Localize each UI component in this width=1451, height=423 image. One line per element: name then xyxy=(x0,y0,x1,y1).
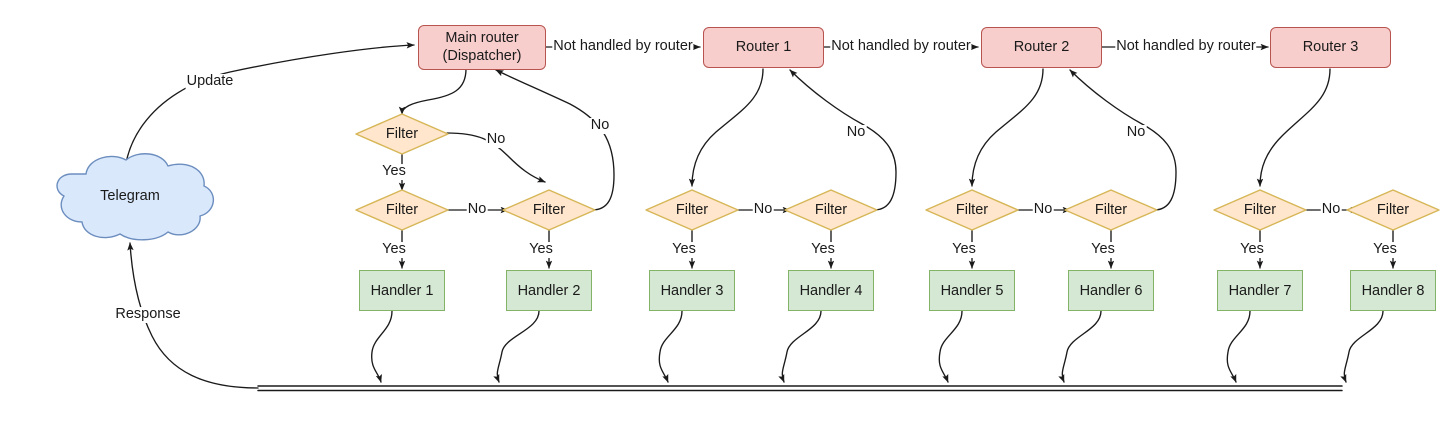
router-2-label: Router 2 xyxy=(1013,38,1070,55)
handler-3-label: Handler 3 xyxy=(660,282,724,299)
handler-5-label: Handler 5 xyxy=(940,282,1004,299)
main-router-line2: (Dispatcher) xyxy=(442,47,522,64)
node-filter-router2-right[interactable]: Filter xyxy=(1064,189,1158,231)
edge-label-no-router2-back: No xyxy=(1125,124,1147,141)
edge-label-no-router3-mid: No xyxy=(1320,201,1342,218)
edge-update xyxy=(123,42,415,206)
edge-label-not-handled-1: Not handled by router xyxy=(552,38,694,55)
edge-label-no-dispatcher-mid: No xyxy=(466,201,488,218)
router-1-label: Router 1 xyxy=(735,38,792,55)
edge-label-yes-6: Yes xyxy=(951,241,977,258)
handler-8-label: Handler 8 xyxy=(1361,282,1425,299)
edge-label-yes-1: Yes xyxy=(381,163,407,180)
handler-2-label: Handler 2 xyxy=(517,282,581,299)
handler-6-label: Handler 6 xyxy=(1079,282,1143,299)
node-router-2[interactable]: Router 2 xyxy=(981,27,1102,68)
handler-4-label: Handler 4 xyxy=(799,282,863,299)
edge-label-no-dispatcher-back: No xyxy=(589,117,611,134)
node-handler-1[interactable]: Handler 1 xyxy=(359,270,445,311)
cloud-shape xyxy=(56,153,214,241)
edge-label-yes-7: Yes xyxy=(1090,241,1116,258)
node-handler-2[interactable]: Handler 2 xyxy=(506,270,592,311)
node-filter-dispatcher-left[interactable]: Filter xyxy=(355,189,449,231)
node-handler-7[interactable]: Handler 7 xyxy=(1217,270,1303,311)
node-handler-4[interactable]: Handler 4 xyxy=(788,270,874,311)
edge-handler-6-bus xyxy=(1058,310,1102,383)
edge-handler-3-bus xyxy=(658,310,683,383)
node-router-1[interactable]: Router 1 xyxy=(703,27,824,68)
edge-router2-to-filter xyxy=(968,68,1044,187)
node-filter-router3-right[interactable]: Filter xyxy=(1346,189,1440,231)
node-router-3[interactable]: Router 3 xyxy=(1270,27,1391,68)
node-handler-6[interactable]: Handler 6 xyxy=(1068,270,1154,311)
node-filter-router1-left[interactable]: Filter xyxy=(645,189,739,231)
edge-no-r1-back xyxy=(789,69,897,211)
node-handler-5[interactable]: Handler 5 xyxy=(929,270,1015,311)
edge-handler-2-bus xyxy=(493,310,540,383)
edge-label-no-router1-back: No xyxy=(845,124,867,141)
node-filter-router2-left[interactable]: Filter xyxy=(925,189,1019,231)
edge-label-not-handled-2: Not handled by router xyxy=(830,38,972,55)
edge-handler-1-bus xyxy=(371,310,393,383)
edge-router3-to-filter xyxy=(1256,68,1331,187)
node-filter-dispatcher-right[interactable]: Filter xyxy=(502,189,596,231)
edge-label-yes-3: Yes xyxy=(528,241,554,258)
edge-label-no-dispatcher-top: No xyxy=(485,131,507,148)
edge-response xyxy=(127,242,259,389)
node-filter-router3-left[interactable]: Filter xyxy=(1213,189,1307,231)
edge-label-yes-8: Yes xyxy=(1239,241,1265,258)
edge-label-no-router2-mid: No xyxy=(1032,201,1054,218)
node-filter-router1-right[interactable]: Filter xyxy=(784,189,878,231)
main-router-line1: Main router xyxy=(445,30,519,47)
node-main-router[interactable]: Main router (Dispatcher) xyxy=(418,25,546,70)
edge-no-d-top xyxy=(446,132,546,183)
handler-7-label: Handler 7 xyxy=(1228,282,1292,299)
edge-router1-to-filter xyxy=(688,68,764,187)
edge-label-yes-5: Yes xyxy=(810,241,836,258)
router-3-label: Router 3 xyxy=(1302,38,1359,55)
edge-label-yes-4: Yes xyxy=(671,241,697,258)
edge-label-update: Update xyxy=(185,73,235,90)
edge-label-no-router1-mid: No xyxy=(752,201,774,218)
edge-label-response: Response xyxy=(114,306,182,323)
telegram-cloud: Telegram xyxy=(42,150,218,242)
edge-handler-5-bus xyxy=(938,310,963,383)
edge-label-yes-9: Yes xyxy=(1372,241,1398,258)
edge-no-r2-back xyxy=(1069,69,1177,211)
edge-label-not-handled-3: Not handled by router xyxy=(1115,38,1257,55)
edge-handler-4-bus xyxy=(778,310,822,383)
handler-1-label: Handler 1 xyxy=(370,282,434,299)
edge-handler-7-bus xyxy=(1226,310,1251,383)
node-filter-dispatcher-top[interactable]: Filter xyxy=(355,113,449,155)
node-handler-3[interactable]: Handler 3 xyxy=(649,270,735,311)
edge-handler-8-bus xyxy=(1340,310,1384,383)
node-handler-8[interactable]: Handler 8 xyxy=(1350,270,1436,311)
edge-dispatcher-to-filter-top xyxy=(398,68,467,115)
edge-label-yes-2: Yes xyxy=(381,241,407,258)
